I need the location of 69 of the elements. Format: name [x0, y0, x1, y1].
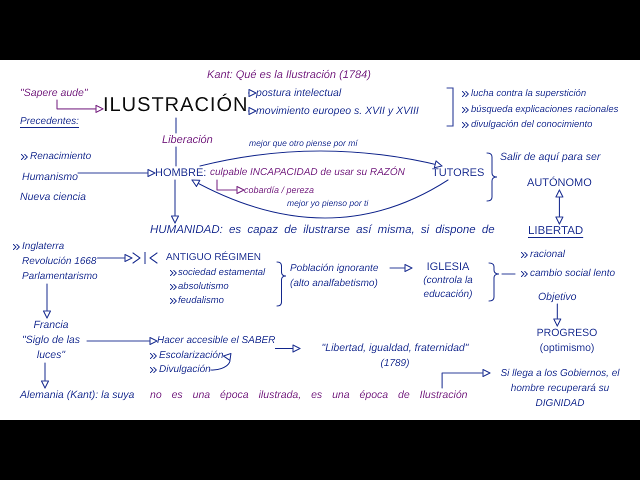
connector-line — [501, 273, 516, 275]
list-item: sociedad estamental — [178, 266, 266, 280]
main-heading: ILUSTRACIÓN — [103, 92, 248, 118]
source-note: Kant: Qué es la Ilustración (1784) — [207, 68, 371, 82]
arrow — [86, 336, 158, 346]
quote-text: "Libertad, igualdad, fraternidad" — [320, 341, 470, 356]
concept-text: IGLESIA — [426, 260, 470, 274]
list-item: lucha contra la superstición — [471, 87, 586, 101]
note-text: Salir de aquí para ser — [500, 150, 600, 164]
list-item: Escolarización — [159, 349, 224, 363]
note-text: Objetivo — [538, 290, 577, 304]
concept-text: AUTÓNOMO — [527, 176, 592, 190]
arrow — [555, 189, 564, 225]
concept-text: Liberación — [162, 133, 213, 147]
list-item: feudalismo — [178, 294, 224, 308]
connector-line — [175, 117, 177, 134]
arrow — [191, 179, 449, 219]
edge-label: mejor yo pienso por ti — [286, 198, 370, 208]
arrow — [216, 179, 245, 194]
statement-text: no es una época ilustrada, es una época de Ilustración — [150, 388, 468, 402]
section-heading: Precedentes: — [20, 115, 79, 129]
concept-text: LIBERTAD — [528, 224, 584, 238]
arrow — [389, 264, 413, 272]
list-item: Inglaterra — [22, 240, 66, 254]
list-item: Renacimiento — [30, 150, 92, 164]
concept-text: PROGRESO — [536, 326, 598, 341]
arrow — [42, 283, 52, 319]
arrow — [40, 362, 50, 389]
arrow — [56, 99, 104, 113]
note-text: (optimismo) — [538, 341, 596, 356]
arrow — [199, 150, 443, 168]
statement-text: HUMANIDAD: es capaz de ilustrarse así misma, si dispone de — [150, 223, 495, 237]
list-item: racional — [530, 248, 566, 262]
note-text: Población ignorante (alto analfabetismo) — [290, 262, 380, 291]
arrow — [97, 254, 133, 262]
concept-text: Hacer accesible el SABER — [157, 334, 276, 348]
arrow — [170, 179, 180, 224]
arrow — [442, 368, 491, 389]
arrow — [248, 88, 257, 98]
arrow — [553, 303, 562, 327]
concept-text: HOMBRE: — [155, 166, 206, 180]
concept-text: postura intelectual — [256, 86, 342, 100]
note-text: (controla la educación) — [422, 274, 474, 302]
list-item: búsqueda explicaciones racionales — [471, 103, 618, 117]
list-item: Nueva ciencia — [20, 190, 86, 204]
date-text: (1789) — [380, 357, 410, 371]
concept-text: movimiento europeo s. XVII y XVIII — [256, 104, 419, 118]
list-item: Humanismo — [22, 170, 78, 184]
note-text: cobardía / pereza — [244, 184, 314, 196]
arrow — [248, 106, 257, 116]
list-item: absolutismo — [178, 280, 229, 294]
list-item: Revolución 1668 — [22, 255, 98, 269]
connector-line — [175, 146, 177, 167]
list-item: Parlamentarismo — [22, 270, 98, 284]
arrow — [210, 354, 232, 371]
place-text: Francia — [32, 318, 70, 333]
edge-label: mejor que otro piense por mí — [248, 138, 359, 148]
arrow — [77, 168, 156, 178]
statement-text: Alemania (Kant): la suya — [20, 388, 134, 402]
quote-text: "Sapere aude" — [20, 86, 88, 100]
definition-text: culpable INCAPACIDAD de usar su RAZÓN — [210, 166, 405, 180]
list-item: cambio social lento — [530, 267, 616, 281]
list-item: divulgación del conocimiento — [471, 118, 592, 132]
statement-text: Si llega a los Gobiernos, el hombre recuperará su DIGNIDAD — [500, 367, 621, 411]
concept-text: TUTORES — [432, 166, 484, 180]
arrow — [274, 344, 301, 353]
quote-text: "Siglo de las luces" — [20, 333, 81, 363]
list-item: Divulgación — [159, 363, 211, 377]
concept-text: ANTIGUO RÉGIMEN — [166, 251, 262, 265]
